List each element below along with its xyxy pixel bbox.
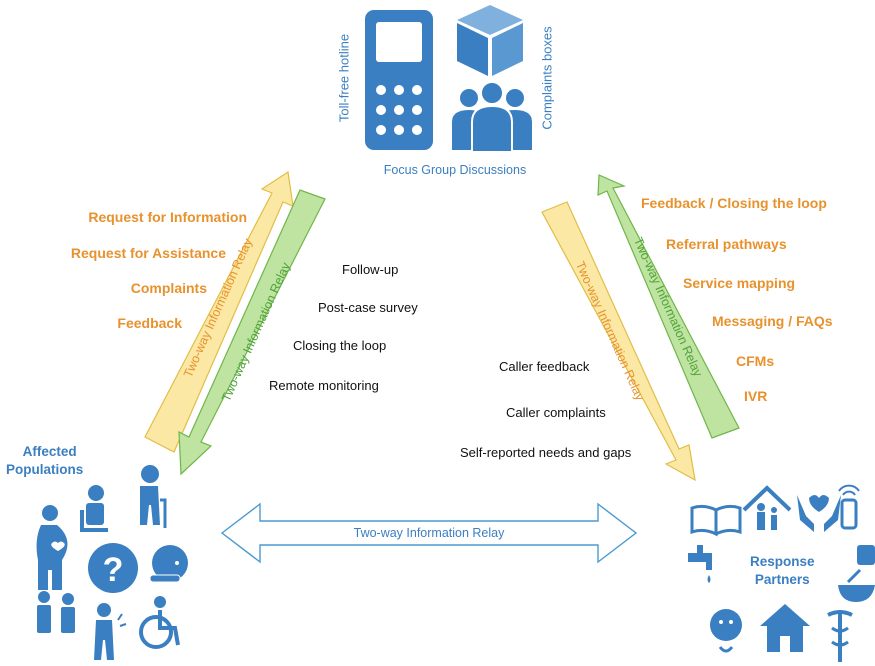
phone-icon <box>365 10 433 150</box>
children-icon <box>37 591 75 633</box>
yellow-relay-arrow-left <box>144 170 294 453</box>
partners-heading-line1: Response <box>750 554 815 569</box>
green-relay-arrow-right <box>597 174 740 439</box>
water-tap-icon <box>688 545 712 583</box>
elderly-person-icon <box>140 465 167 528</box>
post-case-survey-label: Post-case survey <box>318 300 418 315</box>
group-people-icon <box>452 81 532 153</box>
medical-caduceus-icon <box>827 610 853 662</box>
feedback-label: Feedback <box>117 315 182 331</box>
box-icon <box>457 5 523 76</box>
family-home-icon <box>742 485 792 530</box>
messaging-faqs-label: Messaging / FAQs <box>712 313 833 329</box>
closing-loop-label: Closing the loop <box>293 338 387 353</box>
focus-groups-label: Focus Group Discussions <box>383 163 527 177</box>
food-bowl-icon <box>838 568 875 602</box>
pregnant-woman-icon <box>36 505 68 590</box>
green-relay-arrow-left <box>178 189 326 476</box>
caller-complaints-label: Caller complaints <box>506 405 606 420</box>
mobile-signal-icon <box>838 484 860 530</box>
caller-feedback-label: Caller feedback <box>499 359 590 374</box>
baby-feeding-icon <box>149 545 188 583</box>
partners-heading-line2: Partners <box>754 572 810 587</box>
cfms-label: CFMs <box>736 353 775 369</box>
request-assistance-label: Request for Assistance <box>70 245 226 261</box>
affected-heading-line2: Populations <box>6 462 84 477</box>
child-wheelchair-icon <box>80 485 108 532</box>
follow-up-label: Follow-up <box>342 262 399 277</box>
response-partners-heading: Response Partners <box>750 553 815 589</box>
shelter-icon <box>760 604 810 652</box>
book-icon <box>690 504 742 537</box>
complaints-boxes-label: Complaints boxes <box>539 26 555 130</box>
injured-person-icon <box>94 603 127 660</box>
complaints-label: Complaints <box>130 280 207 296</box>
yellow-relay-arrow-right <box>541 201 696 482</box>
remote-monitoring-label: Remote monitoring <box>269 378 379 393</box>
ivr-label: IVR <box>744 388 768 404</box>
vehicle-icon <box>857 545 875 565</box>
question-icon: ? <box>88 543 138 593</box>
relay-label-bottom: Two-way Information Relay <box>353 526 505 540</box>
care-hands-icon <box>797 495 841 532</box>
self-reported-needs-label: Self-reported needs and gaps <box>460 445 632 460</box>
feedback-closing-loop-label: Feedback / Closing the loop <box>641 195 827 211</box>
request-information-label: Request for Information <box>88 209 247 225</box>
accessibility-icon <box>139 596 180 649</box>
svg-text:?: ? <box>103 551 124 589</box>
service-mapping-label: Service mapping <box>683 275 796 291</box>
toll-free-hotline-label: Toll-free hotline <box>336 33 352 123</box>
referral-pathways-label: Referral pathways <box>666 236 787 252</box>
affected-populations-heading: Affected Populations <box>6 443 83 479</box>
affected-heading-line1: Affected <box>22 444 77 459</box>
bottom-relay-double-arrow <box>220 502 638 564</box>
baby-face-icon <box>710 609 742 653</box>
